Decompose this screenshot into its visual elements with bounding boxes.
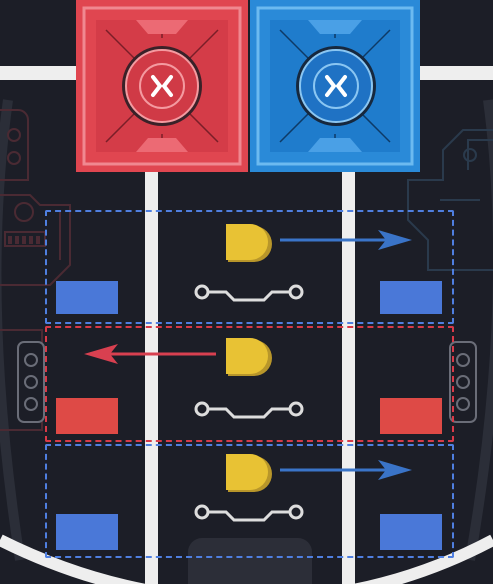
gate-d-icon[interactable]: [222, 222, 272, 268]
lane-3[interactable]: [45, 444, 454, 558]
red-base-shape: [76, 0, 248, 172]
blue-base[interactable]: [250, 0, 420, 172]
lane-2-red-pad-left[interactable]: [56, 398, 118, 434]
red-base-emblem[interactable]: [120, 44, 204, 128]
crossed-swords-icon: [296, 46, 376, 126]
lane-1[interactable]: [45, 210, 454, 324]
lane-3-direction-arrow-right: [280, 460, 412, 480]
gate-d-icon[interactable]: [222, 452, 272, 498]
red-base[interactable]: [76, 0, 248, 172]
lane-3-blue-pad-left[interactable]: [56, 514, 118, 550]
lane-1-direction-arrow-right: [280, 230, 412, 250]
crossed-swords-icon: [122, 46, 202, 126]
lane-2[interactable]: [45, 326, 454, 442]
lane-2-red-pad-right[interactable]: [380, 398, 442, 434]
lane-1-blue-pad-left[interactable]: [56, 281, 118, 314]
track-vertical-red: [145, 100, 158, 584]
lane-2-direction-arrow-left: [84, 344, 216, 364]
gate-d-icon[interactable]: [222, 336, 272, 382]
lane-1-blue-pad-right[interactable]: [380, 281, 442, 314]
circuit-connector-icon: [194, 401, 304, 419]
track-vertical-blue: [342, 100, 355, 584]
circuit-connector-icon: [194, 504, 304, 522]
circuit-connector-icon: [194, 284, 304, 302]
blue-base-emblem[interactable]: [294, 44, 378, 128]
track-bottom-arc: [0, 534, 493, 584]
lane-3-blue-pad-right[interactable]: [380, 514, 442, 550]
